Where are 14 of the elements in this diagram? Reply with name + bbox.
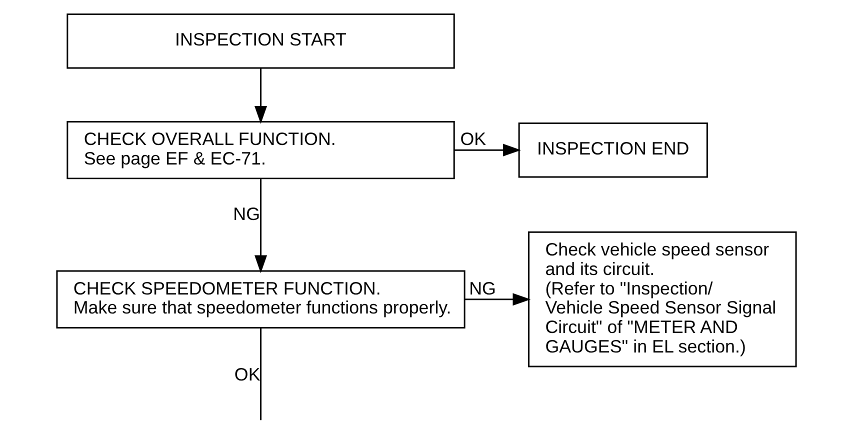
arrow <box>454 144 520 156</box>
edge-label: OK <box>460 128 486 149</box>
node-box: CHECK OVERALL FUNCTION. See page EF & EC-71. <box>66 120 454 180</box>
node-box: INSPECTION END <box>518 122 708 178</box>
node-box: CHECK SPEEDOMETER FUNCTION. Make sure that speedometer functions properly. <box>56 270 465 328</box>
arrow <box>254 179 267 274</box>
node-box: INSPECTION START <box>66 13 454 69</box>
node-box: Check vehicle speed sensor and its circuit. (Refer to "Inspection/ Vehicle Speed Sensor Signal Circuit" of "METER AND GAUGES" in EL section.) <box>528 231 796 368</box>
edge-label: NG <box>232 204 260 224</box>
arrow <box>254 68 267 124</box>
edge-label: NG <box>468 278 496 298</box>
arrow <box>464 293 530 306</box>
edge-label: OK <box>234 364 260 385</box>
connector <box>260 328 262 420</box>
